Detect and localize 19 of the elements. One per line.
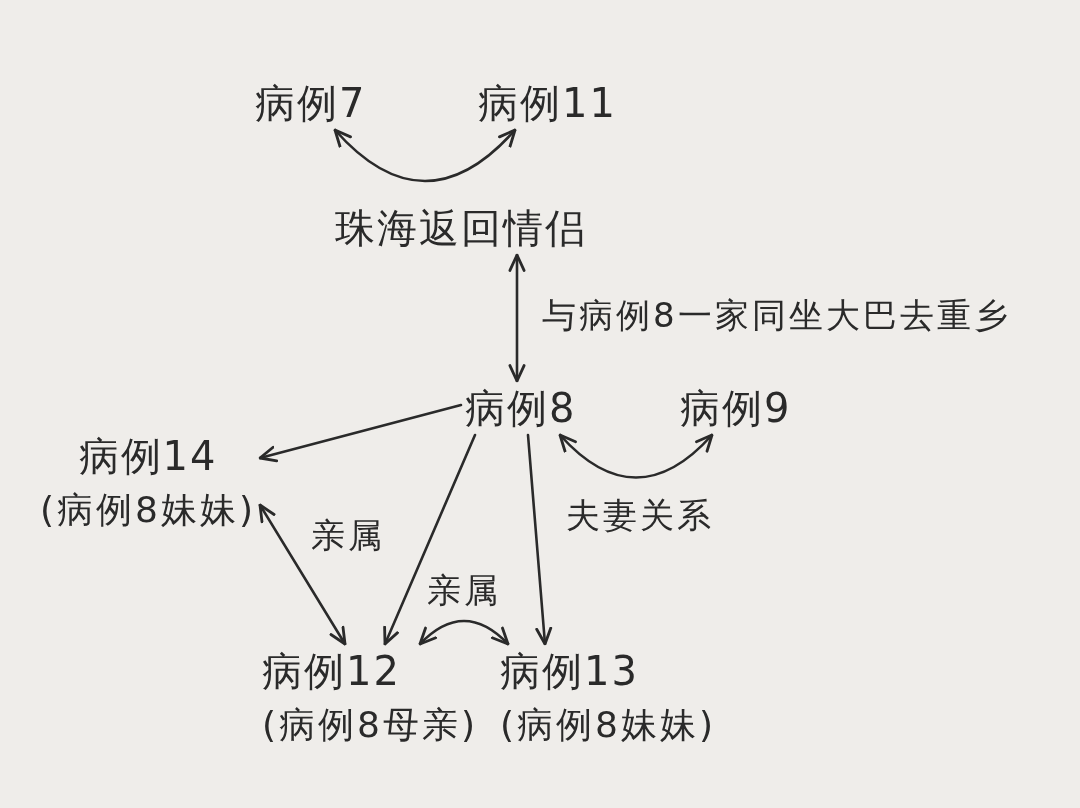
double-arrow xyxy=(418,619,510,646)
double-arrow xyxy=(508,253,526,383)
case-label: 病例11 xyxy=(478,80,617,126)
case-label: 病例13 xyxy=(500,648,639,694)
case-label: 病例14 xyxy=(78,433,218,479)
relation-note: (病例8妹妹) xyxy=(40,489,256,531)
relation-note: (病例8妹妹) xyxy=(500,704,716,746)
double-arrow xyxy=(558,433,714,479)
case-label: 病例12 xyxy=(262,648,401,694)
group-label: 珠海返回情侣 xyxy=(335,205,587,251)
arrow xyxy=(258,403,463,463)
case-label: 病例7 xyxy=(255,80,367,126)
case-label: 病例9 xyxy=(680,385,792,431)
case-label: 病例8 xyxy=(465,385,577,431)
double-arrow xyxy=(258,503,347,646)
double-arrow xyxy=(333,128,517,183)
relation-note: (病例8母亲) xyxy=(262,704,478,746)
arrow xyxy=(526,433,553,646)
arrow xyxy=(383,433,477,646)
